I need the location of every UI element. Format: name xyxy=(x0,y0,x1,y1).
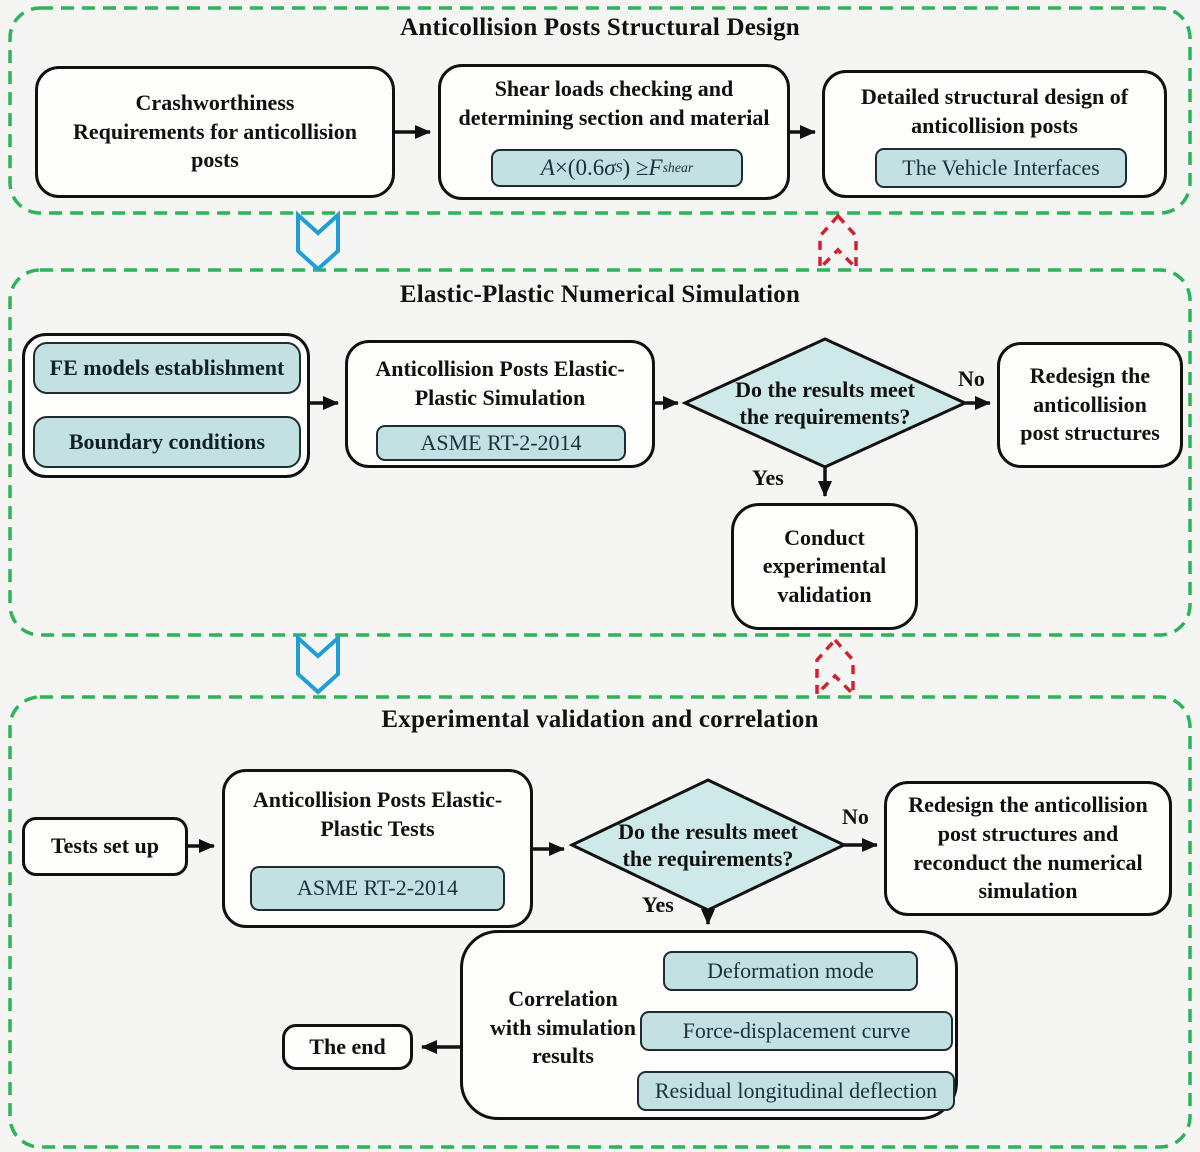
validation-section-title: Experimental validation and correlation xyxy=(381,706,819,733)
boundary-conditions-chip: Boundary conditions xyxy=(33,416,301,468)
correlation-box: Correlation with simulation results Defo… xyxy=(460,930,958,1120)
feedback-up-chevron-icon xyxy=(818,213,858,273)
fe-models-container: FE models establishment Boundary conditi… xyxy=(22,333,310,478)
design-section-title: Anticollision Posts Structural Design xyxy=(400,14,800,41)
residual-deflection-chip: Residual longitudinal deflection xyxy=(637,1071,955,1111)
detailed-design-box: Detailed structural design of anticollis… xyxy=(822,70,1167,198)
simulation-no-label: No xyxy=(958,366,985,391)
redesign-posts-box: Redesign the anticollision post structur… xyxy=(997,342,1183,468)
correlation-label: Correlation with simulation results xyxy=(489,986,637,1069)
detailed-design-title: Detailed structural design of anticollis… xyxy=(860,84,1129,138)
asme-standard-chip: ASME RT-2-2014 xyxy=(250,866,505,911)
the-end-box: The end xyxy=(282,1024,413,1070)
validation-yes-label: Yes xyxy=(642,892,674,917)
flow-down-chevron-icon xyxy=(296,633,340,695)
simulation-decision-label: Do the results meet the requirements? xyxy=(735,376,915,430)
validation-decision-label: Do the results meet the requirements? xyxy=(618,818,798,872)
shear-loads-box: Shear loads checking and determining sec… xyxy=(438,64,790,200)
design-section-outline xyxy=(8,6,1192,215)
validation-section-outline xyxy=(8,695,1192,1149)
vehicle-interfaces-chip: The Vehicle Interfaces xyxy=(875,148,1127,188)
flow-down-chevron-icon xyxy=(296,210,340,272)
simulation-section-outline xyxy=(8,268,1192,637)
conduct-validation-box: Conduct experimental validation xyxy=(731,503,918,630)
elastic-plastic-tests-box: Anticollision Posts Elastic- Plastic Tes… xyxy=(222,769,533,928)
simulation-box-title: Anticollision Posts Elastic- Plastic Sim… xyxy=(375,356,625,410)
deformation-mode-chip: Deformation mode xyxy=(663,951,918,991)
crashworthiness-box: Crashworthiness Requirements for anticol… xyxy=(35,66,395,198)
tests-setup-box: Tests set up xyxy=(22,817,188,876)
elastic-plastic-tests-title: Anticollision Posts Elastic- Plastic Tes… xyxy=(252,787,503,841)
force-displacement-chip: Force-displacement curve xyxy=(640,1011,953,1051)
asme-standard-chip: ASME RT-2-2014 xyxy=(376,425,626,461)
redesign-reconduct-box: Redesign the anticollision post structur… xyxy=(884,781,1172,916)
validation-no-label: No xyxy=(842,804,869,829)
simulation-yes-label: Yes xyxy=(752,465,784,490)
simulation-box: Anticollision Posts Elastic- Plastic Sim… xyxy=(345,340,655,468)
shear-loads-title: Shear loads checking and determining sec… xyxy=(458,76,770,130)
simulation-section-title: Elastic-Plastic Numerical Simulation xyxy=(399,281,801,308)
feedback-up-chevron-icon xyxy=(815,637,855,699)
fe-models-chip: FE models establishment xyxy=(33,342,301,394)
